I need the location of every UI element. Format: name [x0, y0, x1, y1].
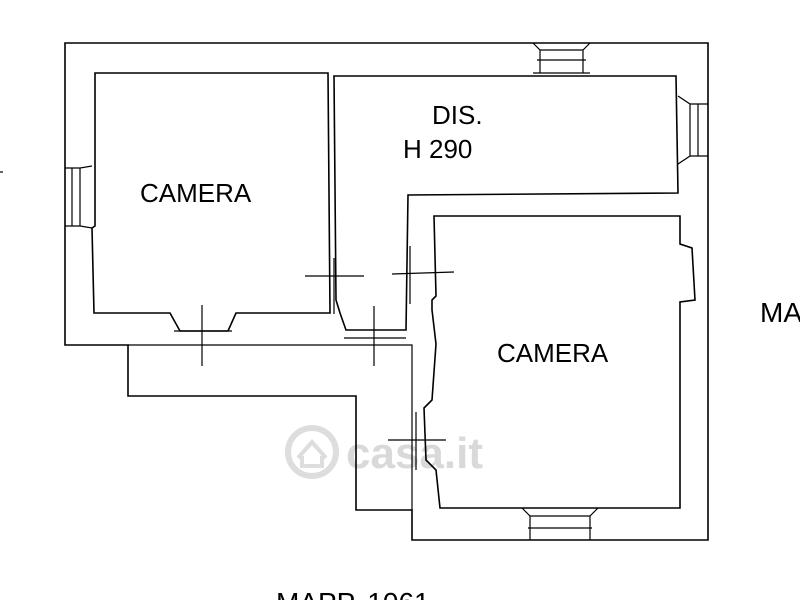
window-left: [65, 165, 93, 229]
outer-wall: [64, 42, 709, 541]
watermark-house-icon: [285, 425, 339, 479]
watermark: casa.it: [285, 425, 483, 479]
room-label-dis: DIS.: [432, 100, 483, 130]
parcel-label: MAPP. 1061: [276, 587, 430, 600]
window-bottom: [521, 507, 599, 540]
watermark-text: casa.it: [346, 429, 483, 478]
watermark-roof-icon: [296, 438, 328, 468]
room-height-label: H 290: [403, 134, 472, 164]
room-label-camera-left: CAMERA: [140, 178, 252, 208]
window-top: [532, 42, 591, 74]
corridor-wall: [333, 75, 679, 331]
lower-corridor-wall: [128, 344, 413, 510]
door-marks: [174, 246, 455, 470]
window-right: [677, 95, 708, 165]
edge-label-right: MA: [760, 297, 800, 328]
room-label-camera-right: CAMERA: [497, 338, 609, 368]
right-room-wall: [423, 215, 696, 509]
